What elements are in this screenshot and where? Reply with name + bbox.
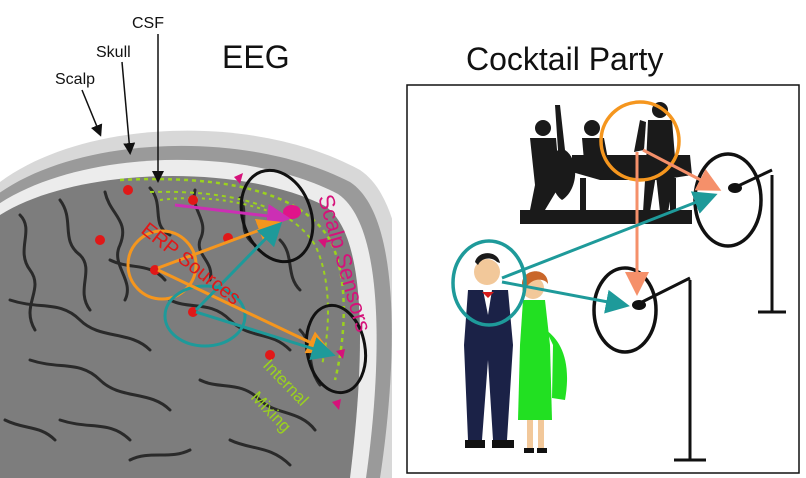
erp-source-circle-orange [126, 229, 198, 301]
skull-label: Skull [96, 44, 131, 61]
source-dot [188, 195, 198, 205]
cocktail-party-panel: Cocktail Party [406, 41, 800, 474]
sensor-ellipse-bottom [304, 303, 368, 395]
magenta-arrow [174, 203, 291, 228]
man-hair [475, 253, 500, 265]
couple [464, 253, 568, 453]
mic1-boom [737, 168, 773, 188]
eeg-title: EEG [222, 39, 290, 75]
scalp-label: Scalp [55, 71, 95, 88]
csf-label: CSF [132, 15, 164, 32]
couple-to-mic1-arrow [501, 191, 718, 280]
woman-wrap [546, 330, 568, 400]
couple-to-mic2-arrow [501, 280, 630, 314]
mic2-boom [641, 276, 691, 304]
head-cross-section [0, 130, 392, 478]
scalp-pointer [81, 89, 103, 137]
orange-arrow-bottom [157, 268, 332, 354]
mic2-head [632, 300, 646, 310]
teal-arrow-top [194, 221, 283, 312]
source-dot [123, 185, 133, 195]
sensor-dot [283, 205, 301, 219]
pianist-head [584, 120, 600, 136]
man-head [474, 259, 500, 285]
band-source-circle [599, 100, 681, 182]
source-dot-orange [150, 265, 160, 275]
teal-arrow-bottom [195, 310, 336, 361]
band-to-mic1-arrow [642, 148, 722, 191]
saxophonist-body [643, 120, 676, 212]
scalp-sensor-markers [234, 173, 345, 410]
man-suit [464, 290, 513, 440]
bassist-head [535, 120, 551, 136]
skull-pointer [121, 61, 136, 155]
eeg-panel: EEG [0, 15, 392, 478]
source-dot [95, 235, 105, 245]
mixing-boundary-outer [119, 177, 345, 381]
saxophone [634, 120, 646, 152]
orange-arrow-top [157, 219, 282, 270]
woman-dress [518, 300, 552, 420]
man-bowtie [482, 292, 494, 298]
stage [520, 210, 692, 224]
mic1-head [728, 183, 742, 193]
cocktail-title: Cocktail Party [466, 41, 663, 77]
woman-hair [522, 271, 548, 292]
microphones [641, 168, 786, 462]
double-bass [550, 105, 576, 200]
sensor-ellipse-top [239, 168, 315, 264]
brain [0, 175, 360, 478]
erp-source-circle-teal [163, 284, 247, 348]
mic2-ellipse [592, 266, 658, 354]
bassist-body [530, 138, 560, 210]
source-dot [265, 350, 275, 360]
couple-source-ellipse [451, 239, 527, 327]
